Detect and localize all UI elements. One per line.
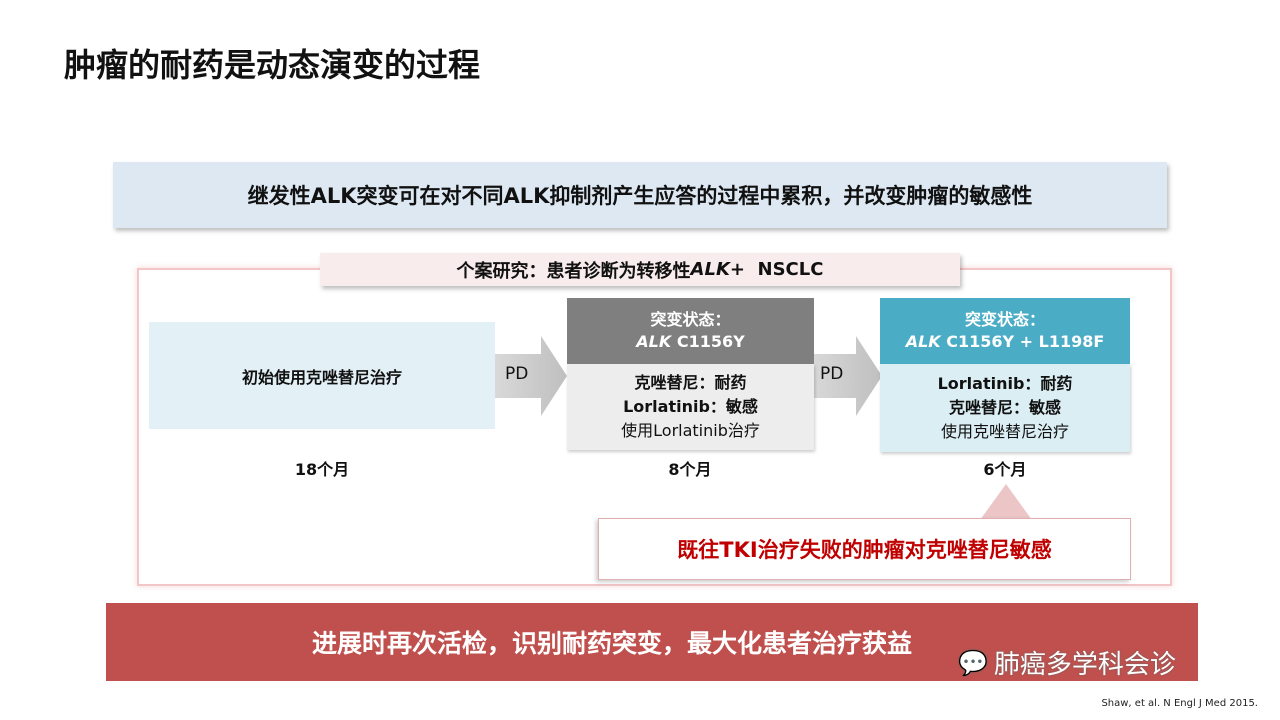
stage3-line1: Lorlatinib：耐药 — [937, 374, 1073, 393]
conclusion-banner: 进展时再次活检，识别耐药突变，最大化患者治疗获益 — [106, 603, 1198, 681]
stage3-body: Lorlatinib：耐药 克唑替尼：敏感 使用克唑替尼治疗 — [880, 364, 1130, 452]
arrow-icon — [810, 336, 882, 416]
wechat-icon: 💬 — [958, 648, 988, 677]
stage1-box: 初始使用克唑替尼治疗 — [149, 322, 495, 429]
case-prefix: 个案研究：患者诊断为转移性 — [456, 260, 691, 282]
pd-arrow-2: PD — [810, 336, 882, 416]
stage2-header: 突变状态： ALK C1156Y — [567, 298, 814, 364]
stage2-line1: 克唑替尼：耐药 — [634, 373, 747, 392]
stage2-mutation: C1156Y — [676, 332, 745, 351]
stage2-duration: 8个月 — [668, 460, 712, 479]
stage1-duration: 18个月 — [294, 460, 350, 479]
callout-pointer — [980, 484, 1032, 520]
stage3-line2: 克唑替尼：敏感 — [948, 398, 1061, 417]
stage3-header-label: 突变状态： — [964, 310, 1045, 329]
stage3-gene: ALK — [905, 332, 941, 351]
citation: Shaw, et al. N Engl J Med 2015. — [1101, 698, 1258, 709]
arrow-icon — [495, 336, 567, 416]
stage3-header: 突变状态： ALK C1156Y + L1198F — [880, 298, 1130, 364]
stage2-line2: Lorlatinib：敏感 — [623, 397, 758, 416]
stage2-line3: 使用Lorlatinib治疗 — [621, 421, 760, 440]
pd-label: PD — [505, 364, 529, 384]
case-suffix: NSCLC — [757, 259, 824, 280]
stage2-gene: ALK — [636, 332, 672, 351]
pd-arrow-1: PD — [495, 336, 567, 416]
stage3-mutation: C1156Y + L1198F — [946, 332, 1105, 351]
watermark-text: 肺癌多学科会诊 — [993, 650, 1176, 680]
case-gene: ALK+ — [690, 259, 745, 280]
callout-note: 既往TKI治疗失败的肿瘤对克唑替尼敏感 — [598, 518, 1131, 580]
pd-label: PD — [820, 364, 844, 384]
watermark: 💬 肺癌多学科会诊 — [958, 644, 1176, 681]
stage2-body: 克唑替尼：耐药 Lorlatinib：敏感 使用Lorlatinib治疗 — [567, 364, 814, 450]
stage3-duration: 6个月 — [983, 460, 1027, 479]
stage2-header-label: 突变状态： — [650, 310, 731, 329]
summary-banner: 继发性ALK突变可在对不同ALK抑制剂产生应答的过程中累积，并改变肿瘤的敏感性 — [113, 162, 1167, 228]
stage3-line3: 使用克唑替尼治疗 — [940, 422, 1069, 441]
page-title: 肿瘤的耐药是动态演变的过程 — [64, 46, 481, 84]
